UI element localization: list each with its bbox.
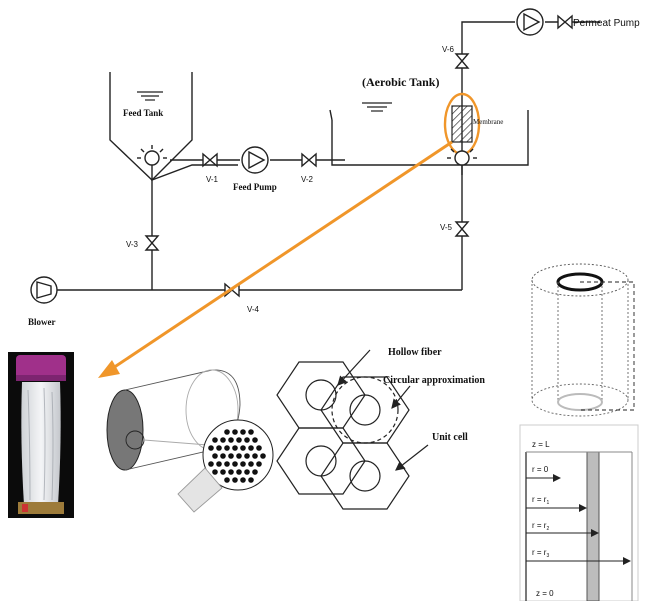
fiber-dot: [240, 477, 246, 483]
valve-v2-icon: [302, 154, 316, 166]
label-v3: V-3: [126, 240, 139, 249]
fiber-dot: [216, 445, 222, 451]
fiber-dot: [228, 453, 234, 459]
fiber-dot: [240, 445, 246, 451]
fiber-dot: [248, 445, 254, 451]
membrane-wall-band: [587, 452, 599, 601]
label-v4: V-4: [247, 305, 260, 314]
label-feed-pump: Feed Pump: [233, 182, 277, 192]
label-v5: V-5: [440, 223, 453, 232]
fiber-dot: [220, 453, 226, 459]
label-z-0: z = 0: [536, 589, 554, 598]
valve-v6-icon: [456, 54, 468, 68]
fiber-dot: [224, 477, 230, 483]
fiber-dot: [212, 453, 218, 459]
fiber-dot: [232, 477, 238, 483]
radial-domain-schematic: [520, 425, 638, 601]
fiber-dot: [216, 461, 222, 467]
label-unit-cell: Unit cell: [432, 432, 468, 443]
process-flow-schematic: [31, 9, 600, 303]
label-aerobic-tank: (Aerobic Tank): [362, 75, 439, 89]
fiber-dot: [232, 429, 238, 435]
fiber-dot: [244, 469, 250, 475]
fiber-dot: [224, 429, 230, 435]
feed-pump-icon: [242, 147, 268, 173]
label-v2: V-2: [301, 175, 314, 184]
fiber-dot: [232, 445, 238, 451]
circular-approx-ring: [332, 377, 398, 443]
fiber-dot: [252, 469, 258, 475]
fiber-dot: [208, 461, 214, 467]
label-z-l: z = L: [532, 440, 550, 449]
aerobic-water-level-icon: [362, 103, 392, 111]
membrane-photo: [8, 352, 74, 518]
fiber-dot: [248, 477, 254, 483]
label-circular-approximation: Circular approximation: [383, 375, 485, 386]
label-r-0: r = 0: [532, 465, 549, 474]
fiber-dot: [256, 461, 262, 467]
fiber-dot: [260, 453, 266, 459]
fiber-dot: [212, 437, 218, 443]
fiber-dot: [208, 445, 214, 451]
fiber-dot: [224, 461, 230, 467]
fiber-dot: [236, 469, 242, 475]
unit-cell-cylinder-3d: [532, 264, 634, 416]
label-feed-tank: Feed Tank: [123, 108, 163, 118]
membrane-hatched-icon: [452, 106, 472, 142]
fiber-dot: [212, 469, 218, 475]
valve-v5-icon: [456, 222, 468, 236]
fiber-dot: [236, 437, 242, 443]
hex-callouts: [338, 350, 428, 470]
fiber-dot: [236, 453, 242, 459]
fiber-dot: [244, 453, 250, 459]
feed-water-level-icon: [137, 92, 163, 100]
blower-icon: [31, 277, 57, 303]
valve-v3-icon: [146, 236, 158, 250]
label-v6: V-6: [442, 45, 455, 54]
fiber-dot: [256, 445, 262, 451]
fiber-dot: [252, 453, 258, 459]
feed-diffuser-icon: [137, 145, 167, 165]
label-hollow-fiber: Hollow fiber: [388, 347, 442, 358]
fiber-dot: [228, 437, 234, 443]
aerobic-diffuser-icon: [447, 149, 477, 165]
fiber-dot: [248, 429, 254, 435]
fiber-dot: [244, 437, 250, 443]
label-v1: V-1: [206, 175, 219, 184]
label-blower: Blower: [28, 317, 56, 327]
fiber-dot: [240, 461, 246, 467]
orange-pointer-arrow: [98, 142, 452, 378]
valve-v1-icon: [203, 154, 217, 166]
fiber-dot: [224, 445, 230, 451]
fiber-dot: [220, 437, 226, 443]
label-membrane: Membrane: [473, 118, 503, 126]
fiber-dot: [232, 461, 238, 467]
fiber-dot: [248, 461, 254, 467]
permeate-valve-icon: [558, 16, 572, 28]
fiber-dot: [220, 469, 226, 475]
cylinder-end-face: [107, 390, 143, 470]
fiber-dot: [252, 437, 258, 443]
label-permeat-pump: Permeat Pump: [573, 18, 640, 29]
fiber-dot: [228, 469, 234, 475]
fiber-dot: [240, 429, 246, 435]
permeat-pump-icon: [517, 9, 543, 35]
